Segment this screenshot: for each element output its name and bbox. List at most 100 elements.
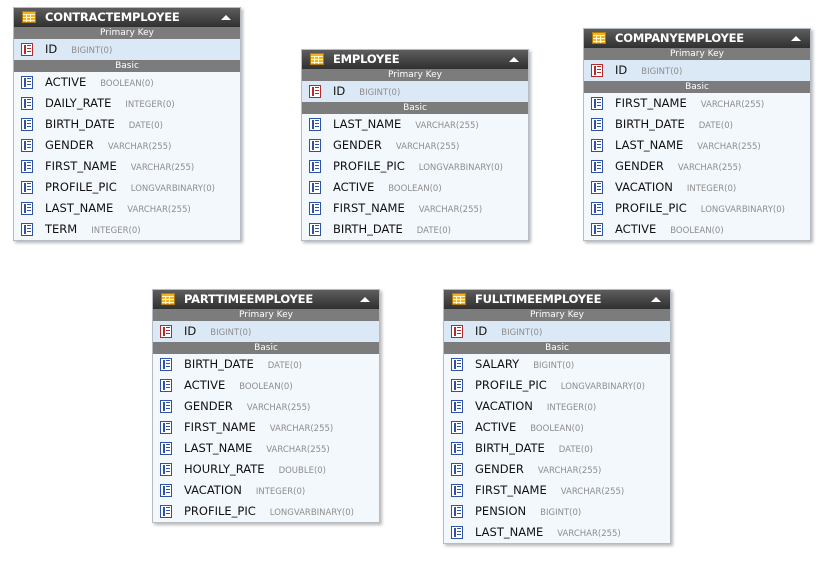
field-type: DOUBLE(0) xyxy=(278,466,326,476)
entity-header[interactable]: PARTTIMEEMPLOYEE xyxy=(153,290,379,309)
primary-key-icon xyxy=(591,64,603,77)
field-type: BIGINT(0) xyxy=(641,67,683,77)
collapse-icon[interactable] xyxy=(791,36,801,41)
entity-header[interactable]: COMPANYEMPLOYEE xyxy=(584,29,810,48)
field-name: LAST_NAME xyxy=(184,441,253,455)
field-type: INTEGER(0) xyxy=(91,226,141,236)
field-type: BOOLEAN(0) xyxy=(239,382,293,392)
field-name: FIRST_NAME xyxy=(475,483,547,497)
field-type: INTEGER(0) xyxy=(125,100,175,110)
field-name: GENDER xyxy=(45,138,94,152)
column-icon xyxy=(591,118,603,131)
field-type: BOOLEAN(0) xyxy=(100,79,154,89)
field-type: LONGVARBINARY(0) xyxy=(269,508,354,518)
column-icon xyxy=(160,421,172,434)
field-type: INTEGER(0) xyxy=(546,403,597,413)
column-icon xyxy=(160,505,172,518)
section-basic: Basic xyxy=(302,102,528,114)
collapse-icon[interactable] xyxy=(509,57,519,62)
primary-key-icon xyxy=(451,325,463,338)
column-icon xyxy=(591,160,603,173)
field-type: VARCHAR(255) xyxy=(677,163,742,173)
section-basic: Basic xyxy=(584,81,810,93)
column-icon xyxy=(21,202,33,215)
column-icon xyxy=(591,181,603,194)
entity-title: FULLTIMEEMPLOYEE xyxy=(475,292,602,306)
field-name: PROFILE_PIC xyxy=(615,201,687,215)
field-type: VARCHAR(255) xyxy=(560,487,625,497)
collapse-icon[interactable] xyxy=(651,297,661,302)
column-icon xyxy=(160,442,172,455)
field-type: INTEGER(0) xyxy=(255,487,306,497)
collapse-icon[interactable] xyxy=(360,297,370,302)
field-type: DATE(0) xyxy=(267,361,302,371)
column-icon xyxy=(591,202,603,215)
column-icon xyxy=(21,76,33,89)
field-name: FIRST_NAME xyxy=(333,201,405,215)
field-row[interactable]: PROFILE_PIC LONGVARBINARY(0) xyxy=(153,501,379,522)
entity-header[interactable]: CONTRACTEMPLOYEE xyxy=(14,8,240,27)
field-name: ID xyxy=(333,84,346,98)
column-icon xyxy=(451,526,463,539)
entity-header[interactable]: EMPLOYEE xyxy=(302,50,528,69)
field-type: VARCHAR(255) xyxy=(266,445,330,455)
primary-key-icon xyxy=(309,85,321,98)
field-name: ID xyxy=(475,324,488,338)
field-type: BIGINT(0) xyxy=(540,508,582,518)
collapse-icon[interactable] xyxy=(221,15,231,20)
entity-title: COMPANYEMPLOYEE xyxy=(615,31,744,45)
field-name: LAST_NAME xyxy=(475,525,544,539)
column-icon xyxy=(21,139,33,152)
field-row[interactable]: FIRST_NAME VARCHAR(255) xyxy=(444,480,670,501)
section-basic: Basic xyxy=(444,342,670,354)
field-row[interactable]: LAST_NAME VARCHAR(255) xyxy=(153,438,379,459)
field-name: PROFILE_PIC xyxy=(184,504,256,518)
entity-header[interactable]: FULLTIMEEMPLOYEE xyxy=(444,290,670,309)
